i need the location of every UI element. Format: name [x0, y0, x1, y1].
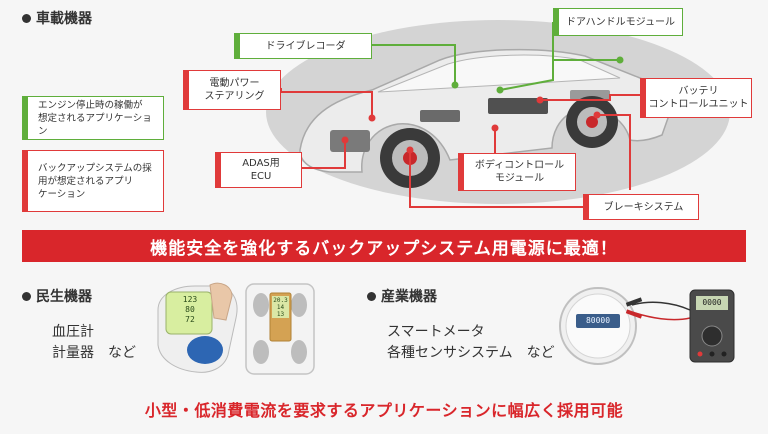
- callout-battery-line1: バッテリ: [678, 86, 719, 97]
- callout-battery-line2: コントロールユニット: [648, 99, 749, 110]
- consumer-title-text: 民生機器: [36, 289, 92, 305]
- industrial-title-text: 産業機器: [381, 289, 437, 305]
- legend-red-line1: バックアップシステムの採: [38, 162, 152, 174]
- bp-pulse: 72: [185, 315, 195, 324]
- banner: 機能安全を強化するバックアップシステム用電源に最適！: [22, 230, 746, 262]
- industrial-items: スマートメータ 各種センサシステム など: [387, 322, 555, 364]
- multimeter-reading: 0000: [702, 298, 722, 307]
- meter-reading: 80000: [585, 316, 611, 325]
- bp-display: 123 80 72: [170, 295, 210, 325]
- scale-value-2: 14: [276, 304, 285, 311]
- bullet-icon: [367, 291, 376, 301]
- callout-eps-line1: 電動パワー: [209, 78, 260, 89]
- legend-green: エンジン停止時の稼働が 想定されるアプリケーション: [22, 96, 164, 140]
- callout-drive-recorder-label: ドライブレコーダ: [265, 40, 346, 52]
- consumer-item-scale: 計量器 など: [52, 345, 136, 361]
- consumer-item-bp: 血圧計: [52, 324, 94, 340]
- callout-adas: ADAS用 ECU: [215, 152, 302, 188]
- legend-red-line2: 用が想定されるアプリ: [38, 175, 134, 187]
- callout-drive-recorder: ドライブレコーダ: [234, 33, 372, 59]
- industrial-item-sensors: 各種センサシステム など: [387, 345, 555, 361]
- bp-systolic: 123: [182, 295, 198, 304]
- callout-body-control: ボディコントロール モジュール: [458, 153, 576, 191]
- meter-display: 80000: [576, 315, 620, 327]
- callout-door-handle-label: ドアハンドルモジュール: [566, 16, 675, 28]
- automotive-title: 車載機器: [22, 8, 92, 28]
- industrial-title: 産業機器: [367, 286, 437, 306]
- scale-value-3: 13: [276, 311, 285, 318]
- automotive-title-text: 車載機器: [36, 11, 92, 27]
- consumer-title: 民生機器: [22, 286, 92, 306]
- bottom-slogan-text: 小型・低消費電流を要求するアプリケーションに幅広く採用可能: [144, 401, 624, 420]
- industrial-item-smart-meter: スマートメータ: [387, 324, 485, 340]
- legend-red: バックアップシステムの採 用が想定されるアプリ ケーション: [22, 150, 164, 212]
- legend-green-line1: エンジン停止時の稼働が: [38, 99, 143, 111]
- legend-green-line2: 想定されるアプリケーション: [38, 112, 152, 137]
- bullet-icon: [22, 291, 31, 301]
- callout-battery: バッテリ コントロールユニット: [640, 78, 752, 118]
- callout-brake-label: ブレーキシステム: [603, 201, 684, 213]
- bullet-icon: [22, 13, 31, 23]
- banner-text: 機能安全を強化するバックアップシステム用電源に最適！: [150, 238, 618, 259]
- callout-adas-line1: ADAS用: [242, 158, 280, 169]
- callout-body-line1: ボディコントロール: [474, 160, 565, 171]
- legend-red-line3: ケーション: [38, 188, 86, 200]
- scale-weight: 20.3: [273, 297, 288, 304]
- bp-diastolic: 80: [185, 305, 195, 314]
- scale-display: 20.3 14 13: [272, 297, 289, 318]
- callout-body-line2: モジュール: [494, 173, 545, 184]
- callout-eps-line2: ステアリング: [204, 91, 265, 102]
- bottom-slogan: 小型・低消費電流を要求するアプリケーションに幅広く採用可能: [0, 397, 768, 421]
- callout-adas-line2: ECU: [250, 171, 272, 182]
- multimeter-display: 0000: [696, 297, 728, 309]
- callout-eps: 電動パワー ステアリング: [183, 70, 281, 110]
- callout-brake: ブレーキシステム: [583, 194, 699, 220]
- consumer-items: 血圧計 計量器 など: [52, 322, 136, 364]
- callout-door-handle: ドアハンドルモジュール: [553, 8, 683, 36]
